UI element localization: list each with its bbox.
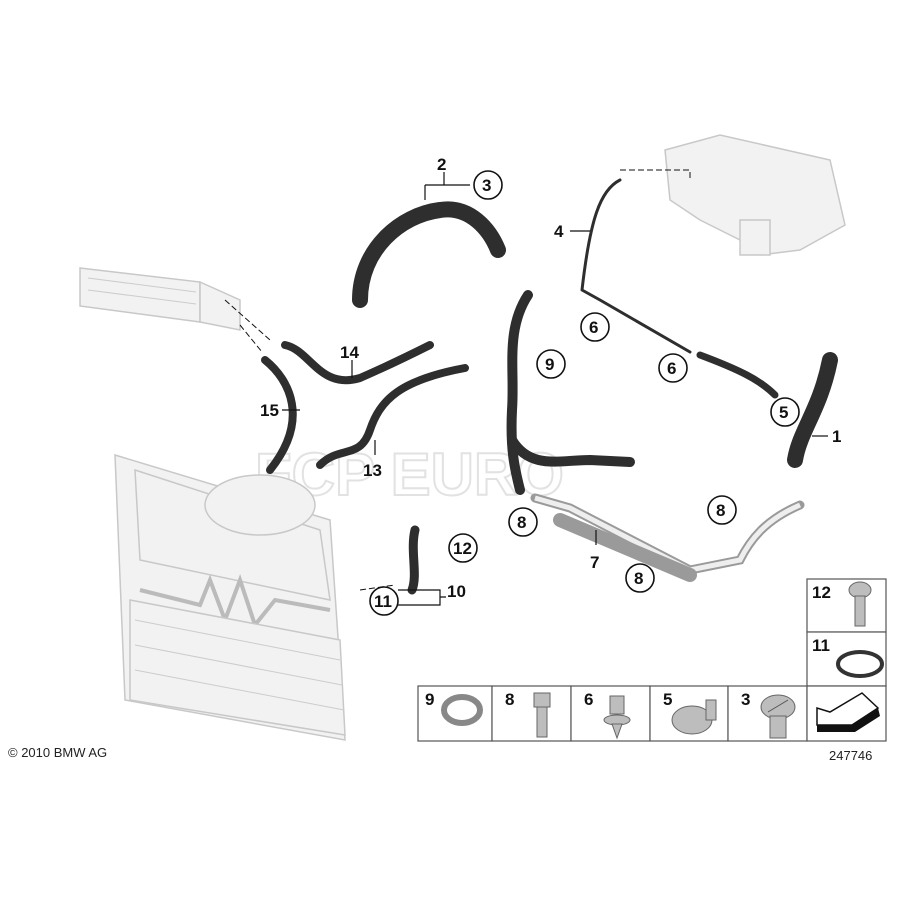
svg-text:3: 3 <box>482 176 491 195</box>
copyright: © 2010 BMW AG <box>8 745 107 760</box>
svg-text:14: 14 <box>340 343 359 362</box>
callout-11: 11 <box>369 586 399 616</box>
svg-text:11: 11 <box>374 592 392 611</box>
svg-text:8: 8 <box>505 690 514 709</box>
svg-text:11: 11 <box>812 636 830 655</box>
callout-15: 15 <box>260 401 300 420</box>
svg-text:8: 8 <box>716 501 725 520</box>
svg-text:6: 6 <box>589 318 598 337</box>
hose-13 <box>316 364 469 469</box>
svg-text:6: 6 <box>667 359 676 378</box>
svg-text:5: 5 <box>779 403 788 422</box>
svg-text:9: 9 <box>425 690 434 709</box>
svg-text:3: 3 <box>741 690 750 709</box>
callout-8a: 8 <box>508 507 538 537</box>
svg-text:8: 8 <box>634 569 643 588</box>
svg-text:12: 12 <box>453 539 472 558</box>
hose-2 <box>352 201 506 308</box>
radiator-ghost <box>114 453 346 741</box>
hose-10 <box>407 525 420 595</box>
callout-6a: 6 <box>580 312 610 342</box>
callout-14: 14 <box>340 343 359 378</box>
callout-3: 3 <box>473 170 503 200</box>
callout-8c: 8 <box>625 563 655 593</box>
diagram-number: 247746 <box>829 748 872 763</box>
hose-6 <box>696 351 779 399</box>
svg-text:1: 1 <box>832 427 841 446</box>
hose-14 <box>281 341 434 385</box>
svg-text:15: 15 <box>260 401 279 420</box>
parts-table: 12 11 9 8 6 5 3 <box>417 578 887 742</box>
callout-12: 12 <box>448 533 478 563</box>
hose-1 <box>787 352 838 468</box>
callout-2: 2 <box>424 155 470 200</box>
oil-cooler-ghost <box>79 267 241 331</box>
hose-15 <box>261 356 297 474</box>
callout-6b: 6 <box>658 353 688 383</box>
svg-text:7: 7 <box>590 553 599 572</box>
svg-text:4: 4 <box>554 222 564 241</box>
svg-text:12: 12 <box>812 583 831 602</box>
callout-8b: 8 <box>707 495 737 525</box>
svg-text:6: 6 <box>584 690 593 709</box>
svg-text:2: 2 <box>437 155 446 174</box>
callout-4: 4 <box>554 222 590 241</box>
callout-10: 10 <box>398 582 466 606</box>
expansion-tank <box>664 134 846 256</box>
callout-7: 7 <box>590 530 599 572</box>
svg-text:13: 13 <box>363 461 382 480</box>
svg-text:10: 10 <box>447 582 466 601</box>
svg-text:8: 8 <box>517 513 526 532</box>
svg-text:9: 9 <box>545 355 554 374</box>
line-4 <box>580 178 692 354</box>
callout-1: 1 <box>812 427 841 446</box>
hose-9 <box>506 290 635 495</box>
callout-9: 9 <box>536 349 566 379</box>
callout-5: 5 <box>770 397 800 427</box>
svg-text:5: 5 <box>663 690 672 709</box>
callout-13: 13 <box>363 440 382 480</box>
